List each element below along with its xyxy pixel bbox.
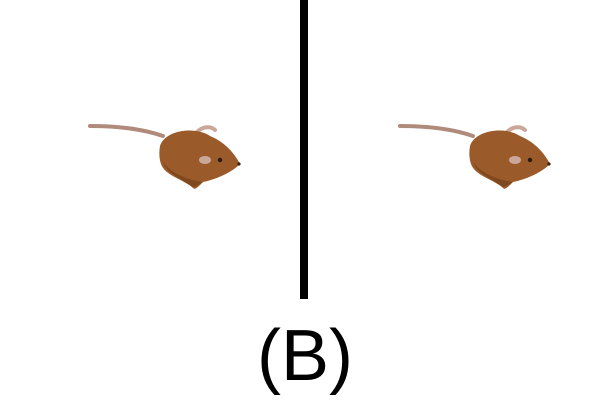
panel-divider — [300, 0, 308, 299]
left-panel — [0, 0, 300, 300]
right-panel — [310, 0, 610, 300]
mouse-icon — [398, 124, 551, 189]
mouse-icon — [88, 124, 241, 189]
figure-label: (B) — [257, 316, 353, 396]
